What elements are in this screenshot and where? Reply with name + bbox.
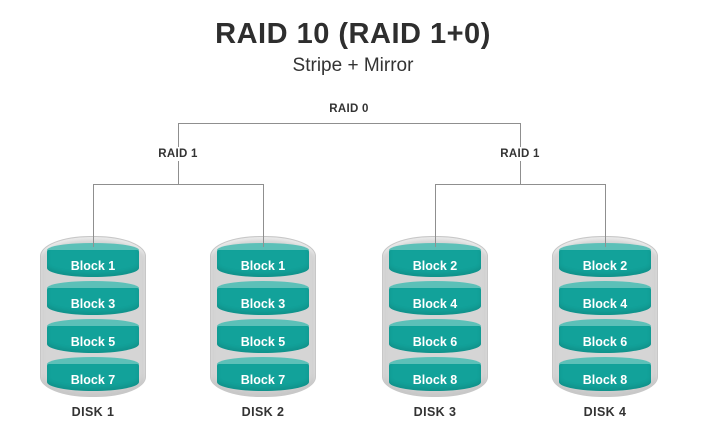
cylinder-body	[47, 364, 139, 391]
cylinder-body	[389, 250, 481, 277]
disk-block: Block 3	[217, 281, 309, 315]
disk-block: Block 5	[47, 319, 139, 353]
block-label: Block 7	[70, 373, 116, 387]
cylinder-body	[559, 288, 651, 315]
disk-label: DISK 4	[583, 405, 627, 419]
disk-block: Block 1	[217, 243, 309, 277]
disk-block: Block 2	[389, 243, 481, 277]
raid1-left-label: RAID 1	[153, 147, 203, 161]
cylinder-body	[389, 326, 481, 353]
page-title: RAID 10 (RAID 1+0)	[215, 18, 491, 50]
disk-casing: Block 1 Block 3 Block 5 Block 7	[40, 236, 146, 397]
connector-line	[263, 184, 264, 247]
disk-block: Block 7	[217, 357, 309, 391]
cylinder-body	[217, 326, 309, 353]
block-label: Block 8	[582, 373, 628, 387]
block-label: Block 6	[412, 335, 458, 349]
cylinder-body	[47, 250, 139, 277]
disk-casing: Block 1 Block 3 Block 5 Block 7	[210, 236, 316, 397]
disk-block: Block 6	[559, 319, 651, 353]
cylinder-body	[47, 288, 139, 315]
block-label: Block 5	[70, 335, 116, 349]
connector-line	[93, 184, 94, 247]
connector-line	[435, 184, 436, 247]
disk-block: Block 7	[47, 357, 139, 391]
connector-line	[178, 123, 521, 124]
block-label: Block 5	[240, 335, 286, 349]
block-label: Block 4	[582, 297, 628, 311]
disk-label: DISK 3	[413, 405, 457, 419]
block-label: Block 1	[240, 259, 286, 273]
cylinder-body	[217, 288, 309, 315]
disk-casing: Block 2 Block 4 Block 6 Block 8	[382, 236, 488, 397]
raid1-right-label: RAID 1	[495, 147, 545, 161]
block-label: Block 2	[582, 259, 628, 273]
block-label: Block 7	[240, 373, 286, 387]
block-label: Block 6	[582, 335, 628, 349]
disk-block: Block 8	[559, 357, 651, 391]
cylinder-body	[217, 364, 309, 391]
block-label: Block 1	[70, 259, 116, 273]
cylinder-body	[559, 364, 651, 391]
cylinder-body	[47, 326, 139, 353]
connector-line	[435, 184, 606, 185]
disk-block: Block 2	[559, 243, 651, 277]
page-subtitle: Stripe + Mirror	[292, 55, 414, 76]
connector-line	[605, 184, 606, 247]
disk-block: Block 6	[389, 319, 481, 353]
disk-block: Block 5	[217, 319, 309, 353]
cylinder-body	[389, 364, 481, 391]
disk-block: Block 4	[559, 281, 651, 315]
cylinder-body	[559, 326, 651, 353]
block-label: Block 3	[70, 297, 116, 311]
connector-line	[93, 184, 264, 185]
cylinder-body	[559, 250, 651, 277]
disk-label: DISK 2	[241, 405, 285, 419]
disk-casing: Block 2 Block 4 Block 6 Block 8	[552, 236, 658, 397]
disk-label: DISK 1	[71, 405, 115, 419]
disk-2: Block 1 Block 3 Block 5 Block 7 DISK 2	[210, 236, 316, 419]
disk-block: Block 8	[389, 357, 481, 391]
disk-block: Block 4	[389, 281, 481, 315]
disk-4: Block 2 Block 4 Block 6 Block 8 DISK 4	[552, 236, 658, 419]
disk-1: Block 1 Block 3 Block 5 Block 7 DISK 1	[40, 236, 146, 419]
disk-3: Block 2 Block 4 Block 6 Block 8 DISK 3	[382, 236, 488, 419]
cylinder-body	[389, 288, 481, 315]
block-label: Block 8	[412, 373, 458, 387]
block-label: Block 4	[412, 297, 458, 311]
block-label: Block 3	[240, 297, 286, 311]
disk-block: Block 1	[47, 243, 139, 277]
raid0-label: RAID 0	[324, 102, 374, 116]
block-label: Block 2	[412, 259, 458, 273]
cylinder-body	[217, 250, 309, 277]
disk-block: Block 3	[47, 281, 139, 315]
